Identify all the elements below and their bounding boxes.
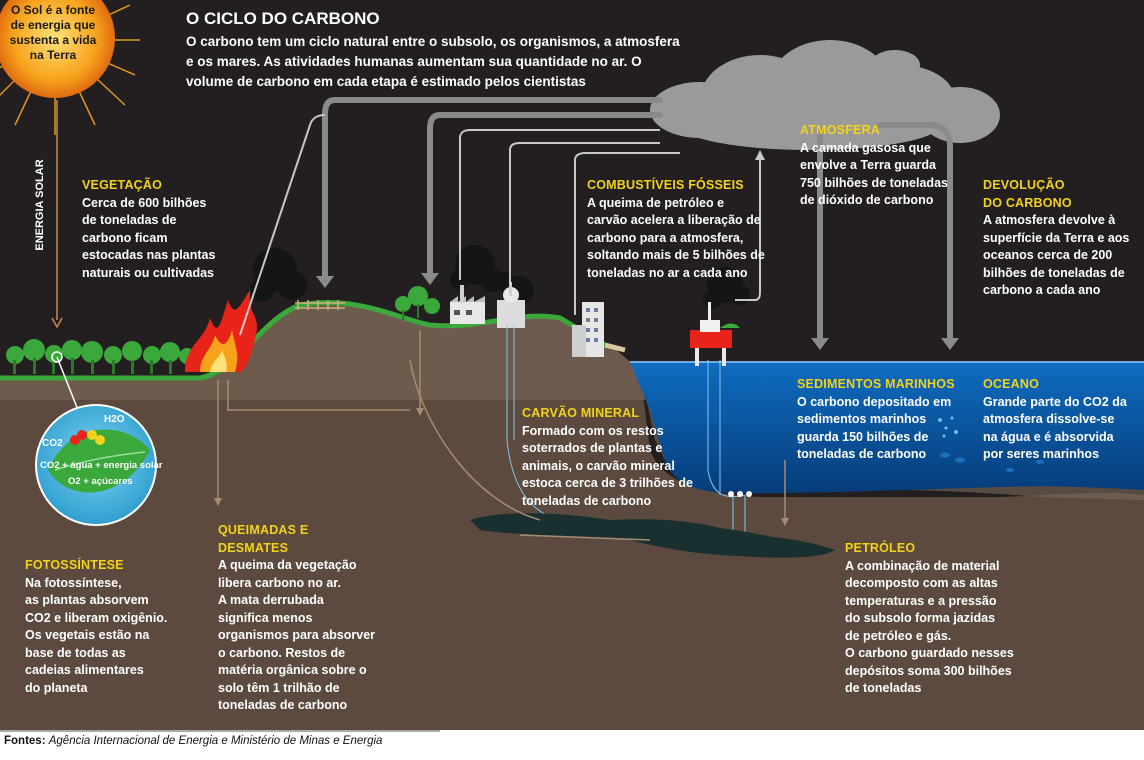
section-body: A atmosfera devolve à superfície da Terr…: [983, 213, 1130, 297]
section-queimadas: QUEIMADAS E DESMATES A queima da vegetaç…: [218, 522, 378, 715]
section-heading: SEDIMENTOS MARINHOS: [797, 377, 955, 391]
section-fotossintese: FOTOSSÍNTESE Na fotossíntese, as plantas…: [25, 557, 185, 697]
section-body: Grande parte do CO2 da atmosfera dissolv…: [983, 394, 1127, 462]
section-body: Formado com os restos soterrados de plan…: [522, 423, 693, 508]
sun-icon: [0, 0, 140, 135]
section-heading: ATMOSFERA: [800, 123, 881, 137]
fire-icon: [185, 290, 257, 372]
emission-arrows: [239, 114, 761, 336]
fish-icon: [940, 452, 1044, 472]
sun-caption: O Sol é a fonte de energia que sustenta …: [9, 3, 97, 62]
section-heading: DEVOLUÇÃO DO CARBONO: [983, 178, 1072, 210]
vegetation-trees: [6, 339, 195, 374]
beach: [604, 342, 626, 353]
ocean-body: [630, 362, 1144, 494]
section-body: A queima de petróleo e carvão acelera a …: [587, 195, 765, 280]
section-body: O carbono depositado em sedimentos marin…: [797, 394, 952, 462]
section-sedimentos: SEDIMENTOS MARINHOS O carbono depositado…: [797, 376, 957, 464]
source-text: Agência Internacional de Energia e Minis…: [48, 735, 383, 747]
underground-arrowheads: [214, 408, 789, 526]
energy-label: ENERGIA SOLAR: [34, 159, 46, 250]
petroleum-deposit: [470, 513, 835, 558]
equation-line-1: CO2 + água + energia solar: [40, 460, 163, 471]
photosynthesis-diagram: [35, 351, 157, 526]
solar-energy-arrow: [51, 100, 63, 329]
power-plant-icon: [497, 282, 525, 328]
hill-trees: [395, 286, 440, 320]
underground-arrows: [217, 330, 786, 541]
section-heading: OCEANO: [983, 377, 1040, 391]
h2o-label: H2O: [104, 414, 125, 425]
section-atmosfera: ATMOSFERA A camada gasosa que envolve a …: [800, 122, 960, 210]
section-oceano: OCEANO Grande parte do CO2 da atmosfera …: [983, 376, 1143, 464]
section-heading: COMBUSTÍVEIS FÓSSEIS: [587, 178, 744, 192]
footer-area: [0, 730, 1144, 760]
source-label: Fontes:: [4, 735, 46, 747]
smoke-icon: [250, 245, 750, 309]
topsoil-layer: [0, 302, 645, 400]
oil-rig-icon: [690, 302, 740, 366]
energy-label-vertical: ENERGIA SOLAR: [34, 159, 46, 250]
city-buildings-icon: [572, 302, 604, 357]
emission-arrowheads: [755, 150, 765, 160]
section-heading: VEGETAÇÃO: [82, 178, 163, 192]
section-body: A combinação de material decomposto com …: [845, 558, 1014, 696]
section-heading: PETRÓLEO: [845, 541, 916, 555]
cycle-arrowheads: [316, 273, 959, 350]
cloud-icon: [650, 40, 1000, 150]
section-vegetacao: VEGETAÇÃO Cerca de 600 bilhões de tonela…: [82, 177, 242, 282]
co2-bubbles: [938, 416, 958, 438]
equation-line-2: O2 + açúcares: [68, 476, 133, 487]
page-title: O CICLO DO CARBONO: [186, 9, 380, 28]
section-devolucao: DEVOLUÇÃO DO CARBONO A atmosfera devolve…: [983, 177, 1143, 300]
source-note: Fontes: Agência Internacional de Energia…: [4, 735, 382, 747]
co2-label: CO2: [42, 438, 63, 449]
section-heading: FOTOSSÍNTESE: [25, 558, 124, 572]
intro-text: O carbono tem um ciclo natural entre o s…: [186, 34, 680, 89]
factory-icon: [450, 285, 485, 324]
section-body: Na fotossíntese, as plantas absorvem CO2…: [25, 575, 168, 695]
section-carvao: CARVÃO MINERAL Formado com os restos sot…: [522, 405, 702, 510]
section-body: A queima da vegetação libera carbono no …: [218, 558, 376, 712]
section-petroleo: PETRÓLEO A combinação de material decomp…: [845, 540, 1025, 698]
oil-wells: [728, 491, 752, 497]
section-body: Cerca de 600 bilhões de toneladas de car…: [82, 195, 216, 280]
farm-fence: [295, 300, 345, 310]
section-combustiveis: COMBUSTÍVEIS FÓSSEIS A queima de petróle…: [587, 177, 767, 282]
section-body: A camada gasosa que envolve a Terra guar…: [800, 140, 948, 208]
section-heading: CARVÃO MINERAL: [522, 406, 640, 420]
section-heading: QUEIMADAS E DESMATES: [218, 523, 309, 555]
